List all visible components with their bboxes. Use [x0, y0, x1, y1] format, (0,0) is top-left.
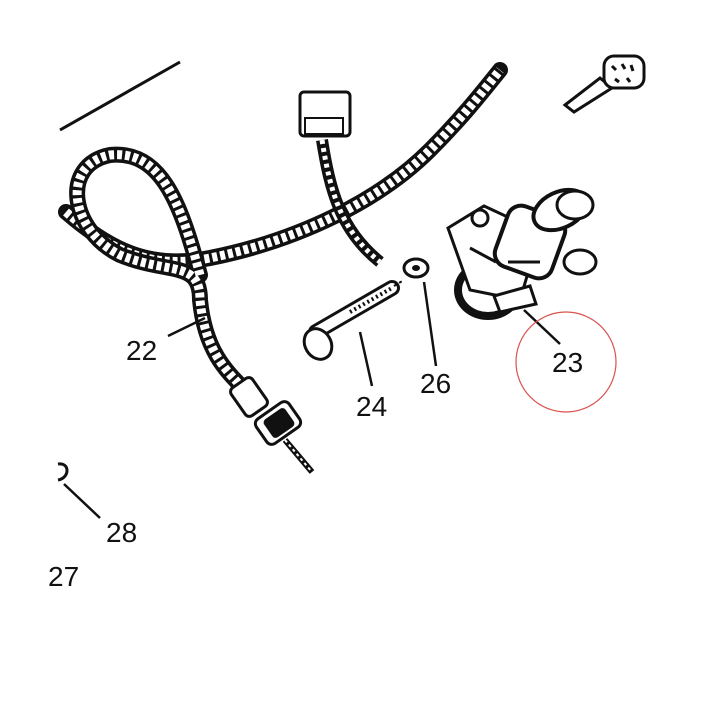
leader-24 [358, 331, 374, 387]
bolt-24 [302, 279, 405, 361]
callout-22: 22 [126, 335, 157, 366]
leader-lines [63, 281, 561, 519]
highlight-circle-23 [515, 311, 617, 413]
sensor-23 [446, 187, 598, 320]
callout-24: 24 [356, 391, 387, 422]
callout-23: 23 [552, 347, 583, 378]
leader-28 [63, 483, 101, 519]
probe-tip [562, 54, 646, 114]
upper-cable [58, 62, 508, 270]
connector-plug [298, 90, 384, 267]
callout-27: 27 [48, 561, 79, 592]
callout-26: 26 [420, 368, 451, 399]
part-28-edge [57, 462, 69, 482]
washer-26 [402, 257, 430, 279]
leader-22 [167, 316, 206, 338]
frame-line [59, 60, 181, 132]
callout-28: 28 [106, 517, 137, 548]
cable-end-fitting [229, 376, 315, 474]
leader-23 [523, 309, 561, 345]
leader-26 [422, 281, 438, 367]
cable-22 [69, 146, 253, 398]
